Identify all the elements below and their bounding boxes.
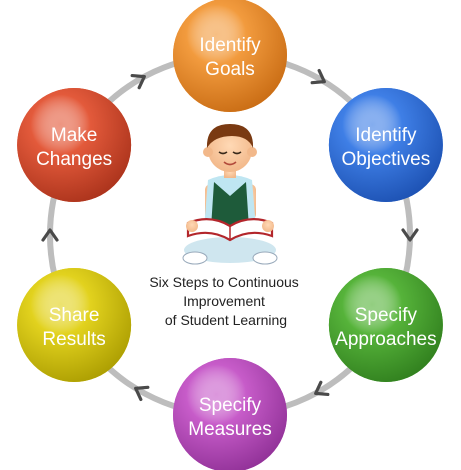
cycle-arrow-5 — [41, 228, 59, 242]
step-shading-specify-approaches — [328, 268, 443, 382]
center-caption-line-2: Improvement — [183, 293, 265, 309]
step-shading-specify-measures — [173, 358, 287, 470]
cycle-arrow-2 — [401, 228, 419, 242]
step-shading-make-changes — [17, 88, 132, 202]
cycle-arrow-4 — [134, 385, 150, 402]
step-shading-share-results — [17, 268, 132, 382]
step-label-line-specify-approaches-1: Specify — [355, 305, 418, 326]
step-label-line-specify-measures-1: Specify — [199, 395, 262, 416]
step-shading-identify-objectives — [328, 88, 443, 202]
step-label-line-identify-goals-2: Goals — [205, 59, 255, 80]
step-label-line-identify-objectives-1: Identify — [355, 125, 417, 146]
cycle-arrow-1 — [310, 68, 326, 85]
center-caption-line-1: Six Steps to Continuous — [149, 274, 298, 290]
step-label-line-identify-goals-1: Identify — [199, 35, 261, 56]
step-label-line-share-results-1: Share — [49, 305, 100, 326]
cycle-arrows — [41, 68, 419, 402]
reading-child-illustration — [182, 124, 278, 265]
step-label-line-specify-measures-2: Measures — [188, 419, 271, 440]
step-label-line-make-changes-2: Changes — [36, 149, 112, 170]
center-caption-line-3: of Student Learning — [165, 312, 287, 328]
step-label-line-identify-objectives-2: Objectives — [342, 149, 431, 170]
step-label-line-make-changes-1: Make — [51, 125, 97, 146]
center-caption: Six Steps to Continuous Improvement of S… — [149, 274, 302, 328]
cycle-arrow-3 — [314, 380, 330, 397]
step-label-line-specify-approaches-2: Approaches — [335, 329, 436, 350]
step-shading-identify-goals — [173, 0, 287, 112]
cycle-arrow-6 — [130, 73, 146, 90]
step-label-line-share-results-2: Results — [42, 329, 105, 350]
